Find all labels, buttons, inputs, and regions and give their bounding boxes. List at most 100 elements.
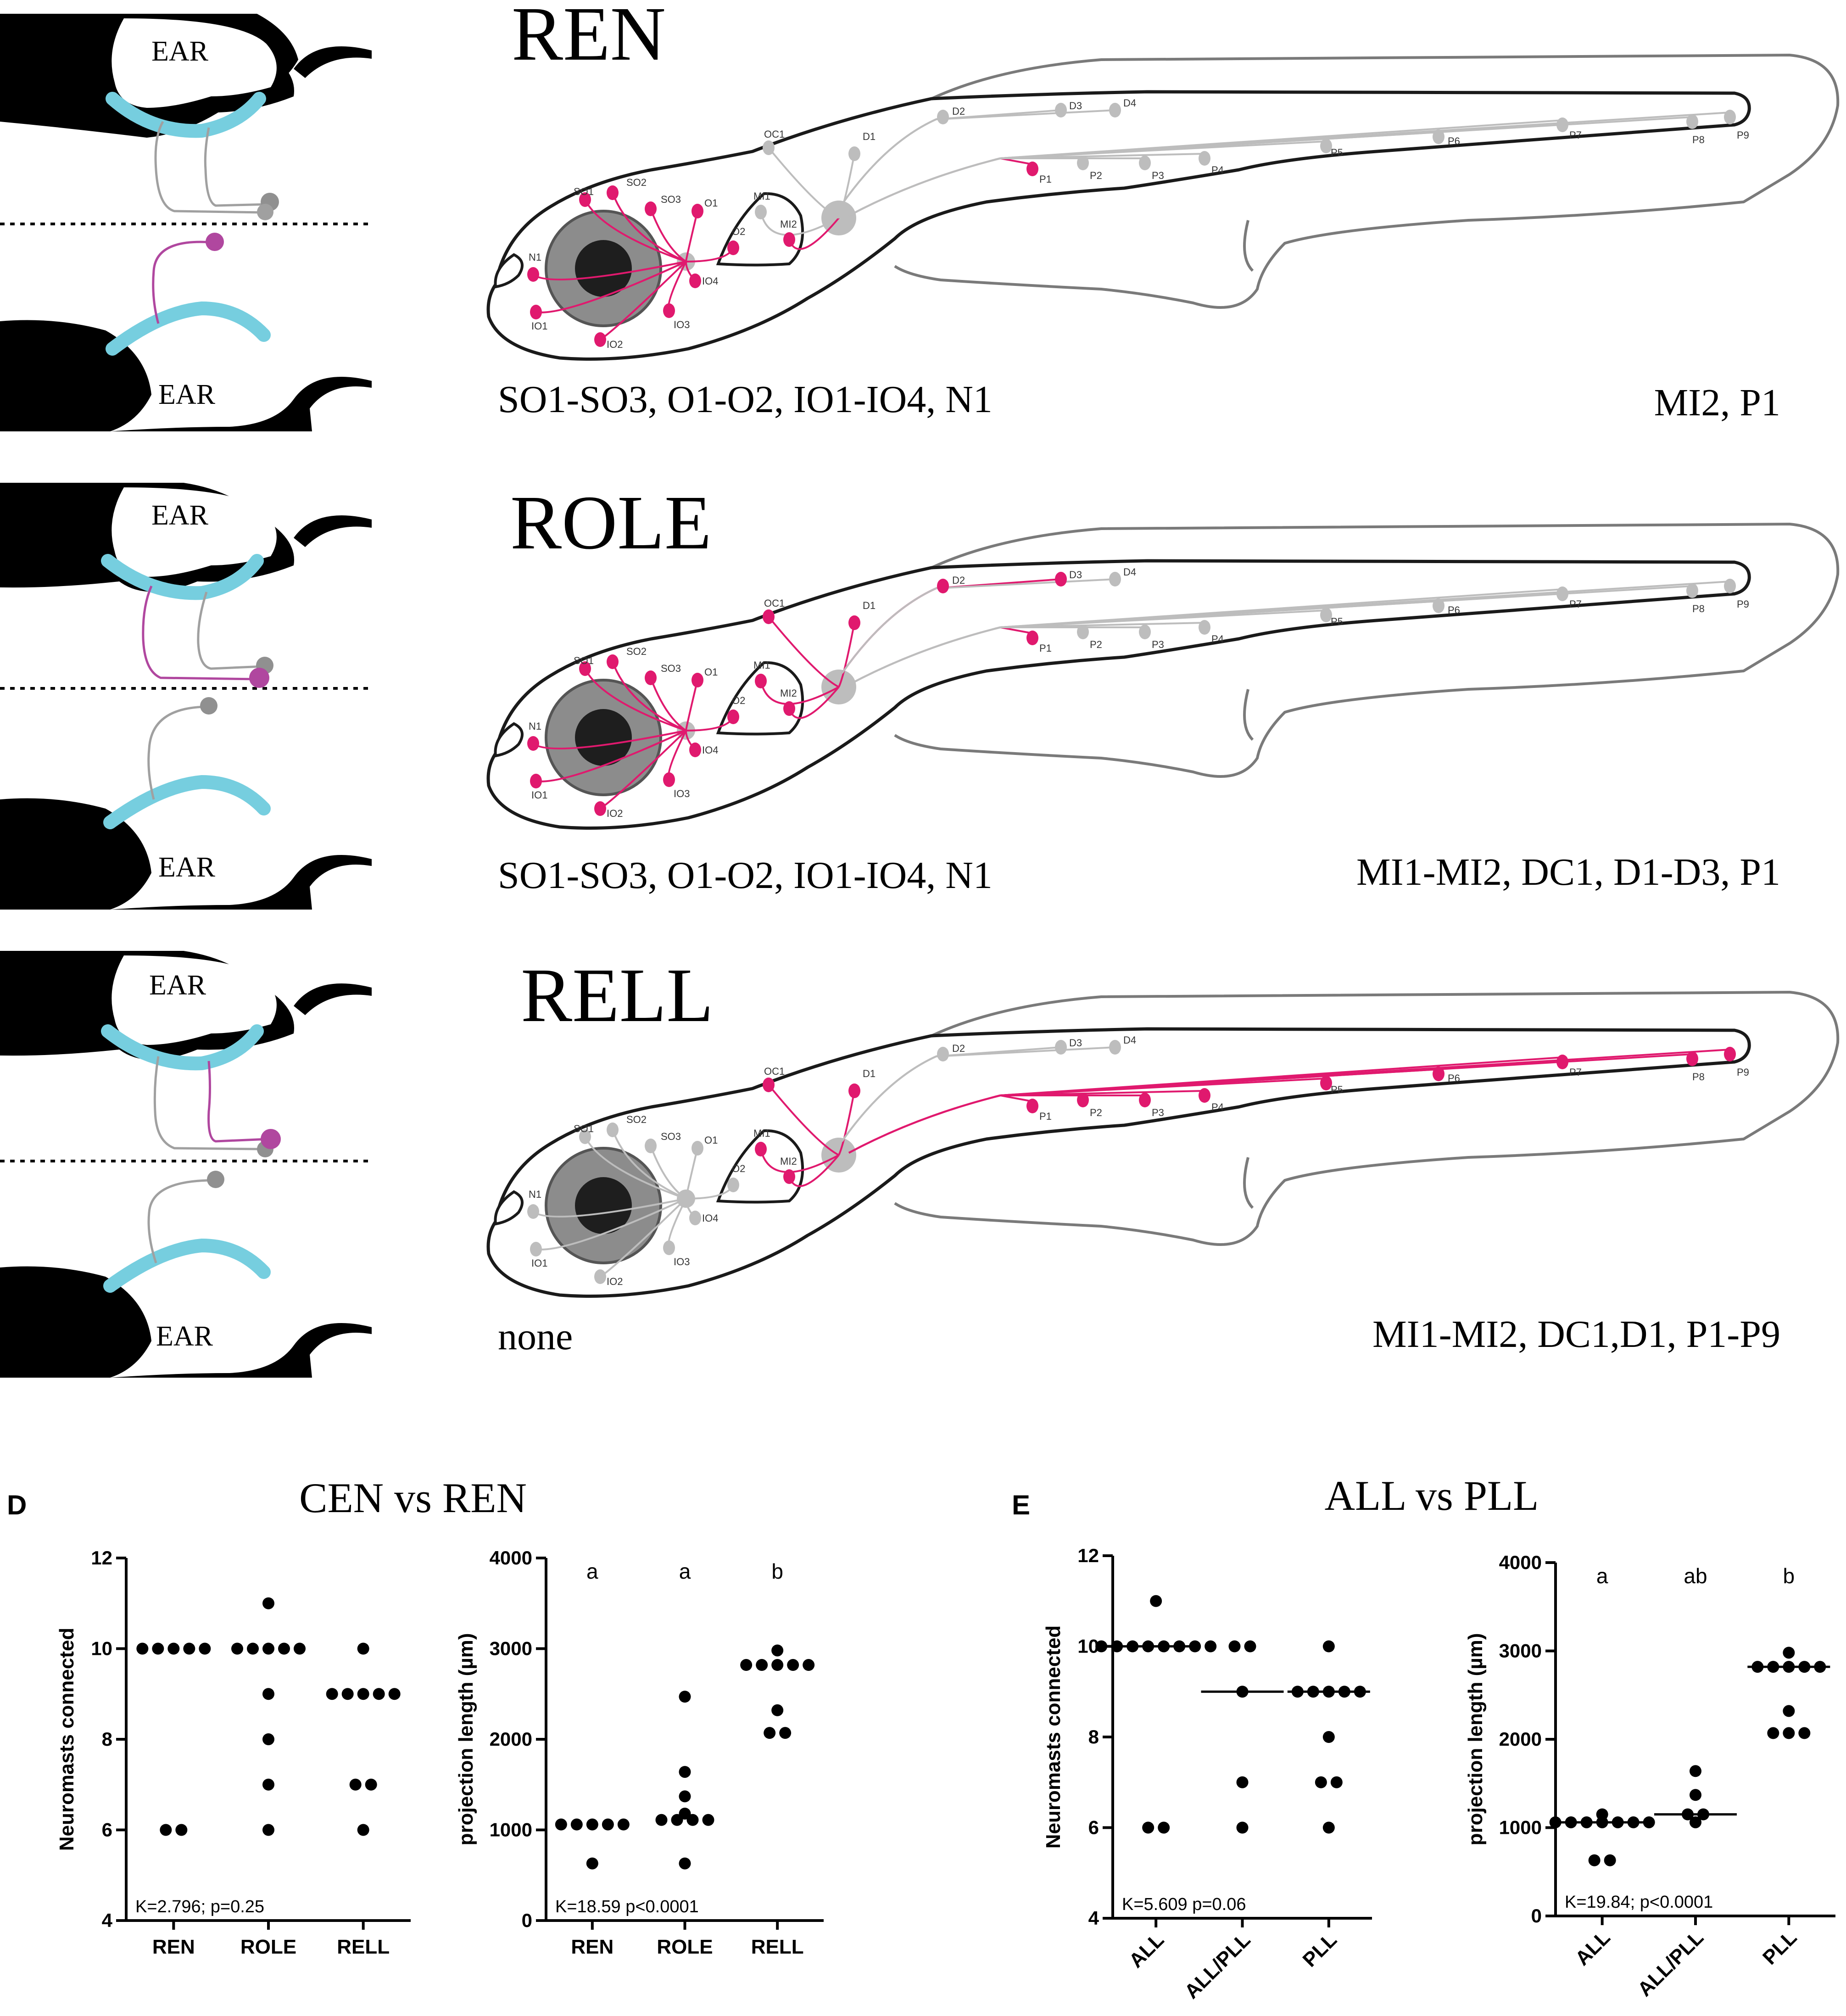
neuromast-label-d2: D2 [952,106,965,117]
row-title-role: ROLE [510,480,712,565]
neuromast-label-mi1: MI1 [753,659,770,671]
fin-fold-outline [894,53,1840,309]
neuromast-label-n1: N1 [529,251,541,263]
data-point [175,1824,188,1836]
neuromast-mi2 [783,1169,795,1184]
data-point [1783,1727,1795,1739]
neuromast-so3 [645,201,657,216]
y-tick-label: 6 [1088,1817,1099,1838]
data-point [679,1766,691,1778]
neuromast-d1 [848,1083,860,1098]
y-tick-label: 2000 [1499,1728,1542,1750]
data-point [586,1857,598,1870]
neuromast-d3 [1055,1040,1067,1055]
panel-b-ear-schematic: EAR EAR B [0,483,372,910]
significance-letter: a [1596,1564,1608,1588]
neuromast-n1 [527,1204,539,1219]
x-tick-label: RELL [751,1936,804,1958]
neuromast-p8 [1686,583,1698,598]
neuromast-label-io1: IO1 [531,789,547,801]
neuromast-oc1 [763,140,775,155]
ear-cavity-upper [112,18,277,108]
neuromast-d2 [937,110,949,124]
neuromast-p8 [1686,1051,1698,1066]
data-point [555,1818,567,1831]
neuromast-label-oc1: OC1 [764,598,785,609]
neuromast-p2 [1077,156,1089,170]
neuromast-label-n1: N1 [529,1189,541,1200]
fish-body-outline [486,559,1751,830]
neuromast-d2 [937,579,949,593]
y-tick-label: 12 [1077,1545,1099,1566]
data-point [756,1659,768,1671]
neuromast-label-so3: SO3 [661,663,681,674]
neuromast-label-p7: P7 [1569,598,1582,610]
neuromast-label-so2: SO2 [626,177,647,188]
data-point [1236,1776,1249,1788]
neuromast-label-io1: IO1 [531,1257,547,1269]
neuromast-p6 [1433,598,1444,613]
neuromast-label-p8: P8 [1692,134,1705,145]
data-point [262,1642,274,1655]
neuromast-label-p1: P1 [1039,1111,1052,1122]
neuromast-label-p6: P6 [1448,1072,1460,1084]
neuromast-so3 [645,670,657,685]
neuromast-o2 [727,709,739,724]
data-point [1322,1640,1335,1653]
neuromast-label-p4: P4 [1211,633,1224,645]
significance-letter: a [679,1559,691,1583]
y-tick-label: 0 [1531,1905,1542,1927]
neuromast-io4 [689,1211,701,1225]
significance-letter: b [1783,1564,1795,1588]
neuromast-label-io4: IO4 [702,744,718,756]
neuromast-label-so1: SO1 [574,655,594,666]
posterior-list-rell: MI1-MI2, DC1,D1, P1-P9 [1372,1313,1780,1356]
panel-c-ear-schematic: EAR EAR C [0,951,372,1378]
neuromast-mi1 [755,674,767,688]
neuromast-io4 [689,274,701,288]
data-point [349,1778,362,1791]
neuromast-label-p6: P6 [1448,135,1460,147]
neuromast-p5 [1320,139,1332,153]
data-point [1690,1816,1701,1828]
neuromast-label-p2: P2 [1090,170,1102,181]
data-point [1798,1727,1811,1739]
x-tick-label: PLL [1298,1928,1341,1971]
neuromast-label-io3: IO3 [674,1256,690,1268]
neuromast-p4 [1199,1088,1210,1103]
neuromast-io3 [663,303,675,318]
data-point [341,1688,354,1700]
data-point [740,1659,753,1671]
ear-label-lower: EAR [158,852,216,883]
neuromast-d4 [1109,572,1121,586]
neuromast-label-o1: O1 [704,197,718,209]
neuromast-label-mi2: MI2 [780,218,797,230]
neuromast-label-p2: P2 [1090,1107,1102,1118]
data-point [388,1688,401,1700]
neuromast-d3 [1055,572,1067,586]
neuromast-o1 [692,673,703,687]
data-point [247,1642,259,1655]
neuromast-label-mi2: MI2 [780,687,797,699]
neuromast-label-d2: D2 [952,575,965,586]
neuromast-label-p3: P3 [1152,639,1164,650]
data-point [779,1727,792,1739]
data-point [1205,1640,1217,1653]
data-point [365,1778,377,1791]
neuromast-label-p7: P7 [1569,129,1582,141]
neuromast-label-o1: O1 [704,666,718,678]
data-point [686,1814,699,1826]
data-point [1783,1647,1795,1659]
nasal-pit [494,722,524,758]
panel-letter-d: D [7,1490,27,1520]
panel-letter-a: A [7,22,25,51]
neuromast-so3 [645,1139,657,1153]
data-point [199,1642,211,1655]
neuromast-label-oc1: OC1 [764,128,785,140]
neuromast-label-io3: IO3 [674,319,690,330]
